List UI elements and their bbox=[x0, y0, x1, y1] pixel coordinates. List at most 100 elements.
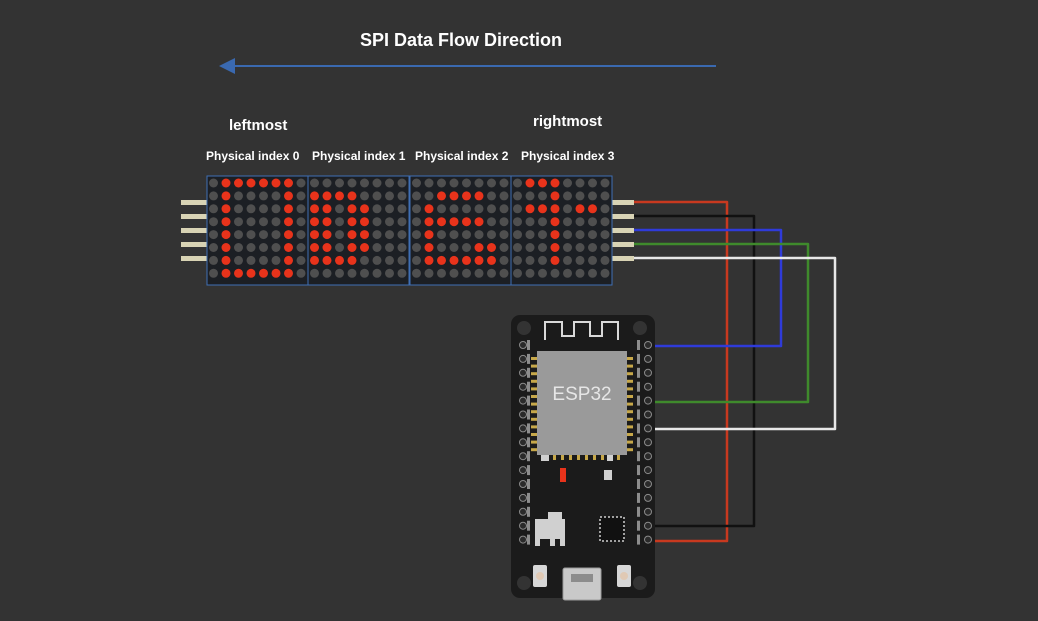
led-off bbox=[600, 268, 610, 278]
pin-hole bbox=[644, 382, 652, 391]
led-off bbox=[513, 230, 522, 240]
led-off bbox=[462, 178, 471, 188]
led-off bbox=[424, 178, 434, 188]
led-off bbox=[588, 268, 597, 278]
led-off bbox=[246, 217, 256, 227]
pin-hole bbox=[644, 424, 652, 433]
led-off bbox=[487, 217, 496, 227]
pin-hole bbox=[519, 382, 527, 391]
led-off bbox=[449, 243, 459, 252]
led-off bbox=[296, 178, 306, 188]
pin-hole bbox=[644, 452, 652, 461]
led-on bbox=[234, 268, 243, 278]
led-off bbox=[335, 204, 344, 214]
led-off bbox=[296, 243, 306, 252]
led-on bbox=[347, 230, 357, 240]
led-off bbox=[412, 255, 421, 265]
led-on bbox=[284, 255, 293, 265]
led-off bbox=[588, 243, 597, 252]
led-off bbox=[487, 204, 496, 214]
led-off bbox=[397, 217, 407, 227]
led-off bbox=[563, 243, 572, 252]
led-matrix-chain bbox=[206, 175, 613, 286]
led-off bbox=[372, 230, 382, 240]
led-off bbox=[575, 243, 585, 252]
led-off bbox=[538, 255, 547, 265]
led-on bbox=[347, 191, 357, 201]
usb-serial-chip bbox=[599, 516, 625, 542]
led-on bbox=[221, 230, 231, 240]
led-off bbox=[234, 243, 243, 252]
led-on bbox=[588, 204, 597, 214]
led-off bbox=[310, 178, 319, 188]
led-off bbox=[563, 217, 572, 227]
led-off bbox=[538, 243, 547, 252]
wire-vcc-red bbox=[634, 200, 729, 543]
led-off bbox=[449, 230, 459, 240]
led-on bbox=[259, 268, 268, 278]
pin-hole bbox=[519, 341, 527, 349]
led-off bbox=[259, 243, 268, 252]
led-off bbox=[575, 268, 585, 278]
led-off bbox=[424, 268, 434, 278]
led-off bbox=[600, 255, 610, 265]
led-on bbox=[474, 191, 484, 201]
led-off bbox=[588, 178, 597, 188]
led-off bbox=[385, 230, 394, 240]
led-off bbox=[487, 191, 496, 201]
led-on bbox=[221, 255, 231, 265]
led-off bbox=[575, 178, 585, 188]
led-off bbox=[259, 217, 268, 227]
wires bbox=[634, 200, 837, 543]
pin-hole bbox=[644, 396, 652, 405]
led-off bbox=[462, 243, 471, 252]
led-off bbox=[209, 243, 218, 252]
led-off bbox=[372, 255, 382, 265]
led-on bbox=[284, 178, 293, 188]
led-off bbox=[525, 230, 535, 240]
led-off bbox=[600, 217, 610, 227]
led-on bbox=[550, 204, 560, 214]
led-off bbox=[538, 217, 547, 227]
led-off bbox=[234, 204, 243, 214]
led-on bbox=[487, 243, 496, 252]
led-off bbox=[563, 268, 572, 278]
led-off bbox=[234, 230, 243, 240]
led-matrix-1 bbox=[307, 175, 410, 286]
led-off bbox=[372, 217, 382, 227]
led-off bbox=[335, 217, 344, 227]
led-matrix-3 bbox=[510, 175, 613, 286]
led-off bbox=[575, 255, 585, 265]
led-off bbox=[499, 230, 509, 240]
led-on bbox=[474, 217, 484, 227]
led-off bbox=[296, 255, 306, 265]
led-on bbox=[550, 230, 560, 240]
led-on bbox=[335, 255, 344, 265]
esp32-shield bbox=[537, 351, 627, 455]
pin-hole bbox=[644, 354, 652, 363]
led-on bbox=[335, 191, 344, 201]
pin-hole bbox=[519, 466, 527, 475]
led-off bbox=[513, 178, 522, 188]
led-off bbox=[474, 230, 484, 240]
led-off bbox=[575, 217, 585, 227]
wire-cs-green bbox=[634, 242, 810, 404]
pin-hole bbox=[644, 410, 652, 419]
led-on bbox=[424, 204, 434, 214]
led-off bbox=[271, 230, 281, 240]
led-on bbox=[221, 191, 231, 201]
led-off bbox=[234, 191, 243, 201]
led-on bbox=[259, 178, 268, 188]
led-off bbox=[335, 268, 344, 278]
led-off bbox=[487, 268, 496, 278]
pin-hole bbox=[519, 396, 527, 405]
led-off bbox=[310, 268, 319, 278]
led-off bbox=[335, 230, 344, 240]
rightmost-label: rightmost bbox=[533, 113, 603, 130]
led-on bbox=[462, 191, 471, 201]
led-on bbox=[449, 217, 459, 227]
led-on bbox=[437, 217, 446, 227]
led-on bbox=[221, 268, 231, 278]
led-on bbox=[271, 268, 281, 278]
led-off bbox=[271, 217, 281, 227]
